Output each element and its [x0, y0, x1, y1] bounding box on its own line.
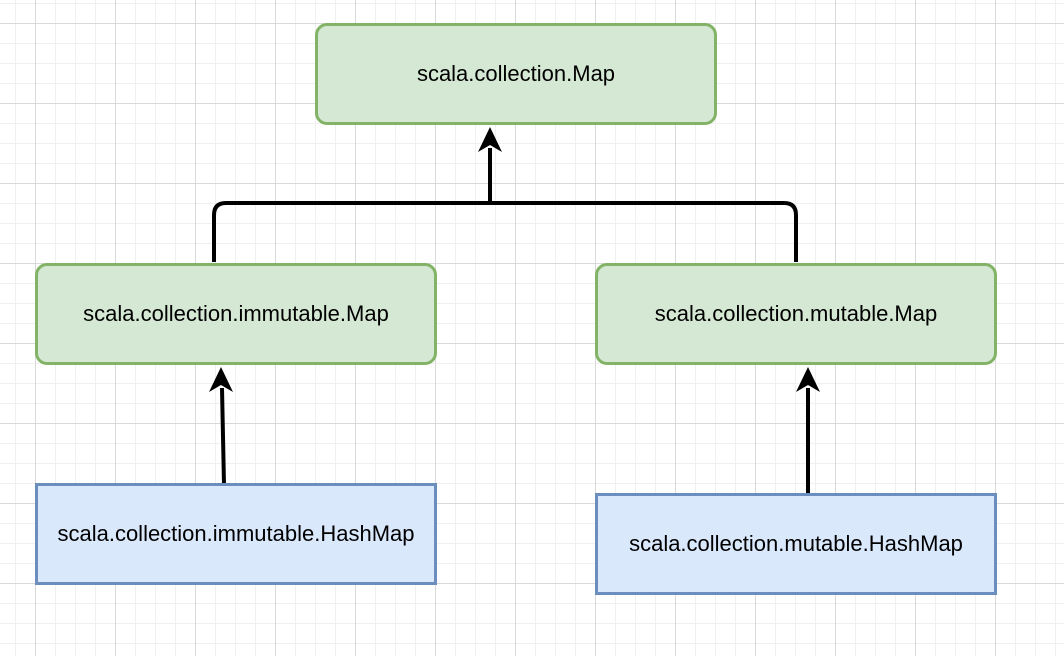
- node-label: scala.collection.immutable.Map: [83, 301, 389, 326]
- edge-immutable-hashmap-to-immutable-map: [220, 387, 226, 486]
- node-scala-collection-immutable-map[interactable]: scala.collection.immutable.Map: [35, 263, 437, 365]
- arrowhead-map: [478, 127, 502, 152]
- edge-mutable-map-to-map: [490, 201, 798, 262]
- node-scala-collection-map[interactable]: scala.collection.Map: [315, 23, 717, 125]
- node-scala-collection-immutable-hashmap[interactable]: scala.collection.immutable.HashMap: [35, 483, 437, 585]
- node-label: scala.collection.mutable.Map: [654, 301, 938, 326]
- node-label: scala.collection.mutable.HashMap: [629, 531, 963, 556]
- arrowhead-immutable-map: [209, 367, 233, 392]
- node-scala-collection-mutable-hashmap[interactable]: scala.collection.mutable.HashMap: [595, 493, 997, 595]
- node-scala-collection-mutable-map[interactable]: scala.collection.mutable.Map: [595, 263, 997, 365]
- arrowhead-mutable-map: [796, 367, 820, 392]
- node-label: scala.collection.immutable.HashMap: [57, 521, 415, 546]
- node-label: scala.collection.Map: [416, 61, 616, 86]
- edge-immutable-map-to-map: [212, 201, 490, 262]
